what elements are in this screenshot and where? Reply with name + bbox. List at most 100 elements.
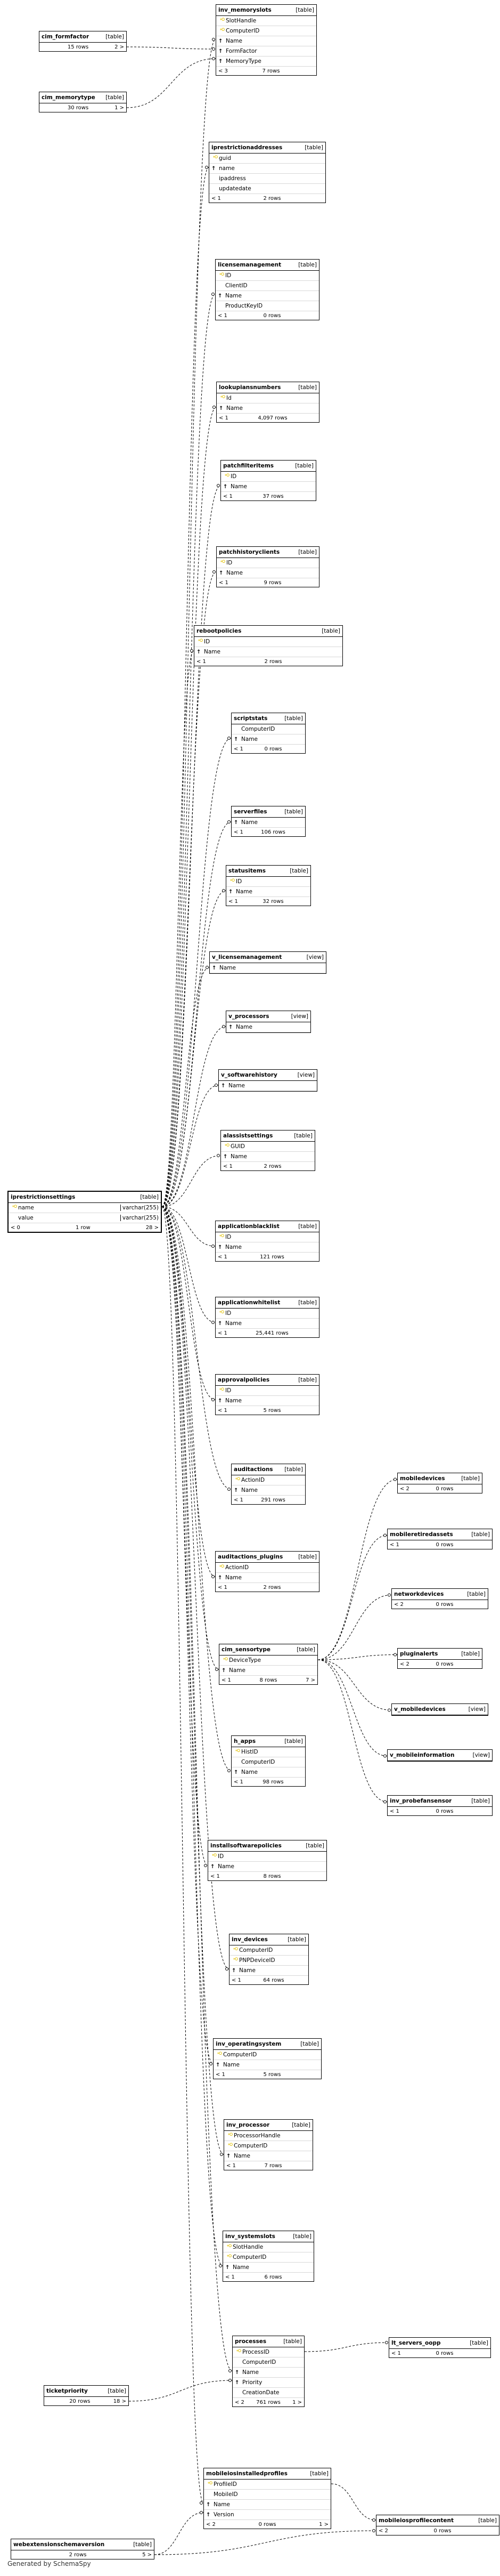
footer-parents: < 1	[234, 1497, 243, 1503]
column-name: guid	[219, 155, 231, 161]
column-row: ♀ProfileID	[204, 2480, 331, 2490]
footer-parents: < 2	[379, 2527, 388, 2534]
footer-children: 1 >	[114, 104, 124, 111]
table-inv-operatingsystem[interactable]: inv_operatingsystem[table]♀ComputerID↑Na…	[213, 2038, 322, 2079]
table-installsoftwarepolicies[interactable]: installsoftwarepolicies[table]♀ID↑Name< …	[208, 1840, 327, 1881]
primary-key-icon: ♀	[11, 1204, 18, 1208]
footer-rows: 0 rows	[433, 2527, 452, 2534]
table-kind: [table]	[300, 2041, 319, 2047]
table-header: inv_operatingsystem[table]	[214, 2039, 321, 2050]
footer-rows: 7 rows	[262, 68, 280, 74]
fk-line-webext-content	[154, 2530, 376, 2555]
column-name: Name	[218, 1863, 234, 1870]
table-auditactions-plugins[interactable]: auditactions_plugins[table]♀ActionID↑Nam…	[215, 1551, 319, 1592]
column-row: ↑Name	[216, 1573, 319, 1583]
table-name: alassistsettings	[223, 1133, 273, 1139]
table-header: scriptstats[table]	[232, 713, 305, 724]
column-row: ↑Name	[216, 291, 319, 301]
footer-parents: < 1	[218, 1330, 227, 1336]
column-name: Name	[226, 570, 243, 576]
table-cim-sensortype[interactable]: cim_sensortype[table]♀DeviceType↑Name< 1…	[219, 1644, 318, 1685]
foreign-key-icon: ↑	[219, 405, 224, 411]
column-row: ♀Id	[217, 393, 319, 403]
table-name: pluginalerts	[400, 1651, 438, 1657]
table-inv-systemslots[interactable]: inv_systemslots[table]♀SlotHandle♀Comput…	[223, 2231, 314, 2282]
table-header: approvalpolicies[table]	[216, 1375, 319, 1386]
footer-rows: 291 rows	[261, 1497, 285, 1503]
table-inv-processor[interactable]: inv_processor[table]♀ProcessorHandle♀Com…	[224, 2119, 313, 2170]
footer-rows: 0 rows	[263, 312, 281, 319]
column-name: ID	[236, 878, 242, 885]
footer-children: 1 >	[319, 2521, 329, 2527]
table-kind: [table]	[290, 868, 308, 874]
table-kind: [table]	[471, 1798, 490, 1804]
column-row: ↑Version	[204, 2510, 331, 2520]
table-v-mobiledevices[interactable]: v_mobiledevices[view]	[391, 1703, 488, 1716]
footer-parents: < 1	[219, 415, 228, 421]
table-header: ticketpriority[table]	[44, 2386, 128, 2397]
footer-rows: 98 rows	[263, 1779, 284, 1785]
column-name: Name	[225, 1244, 242, 1250]
column-type: varchar(255)	[120, 1215, 159, 1221]
footer-rows: 2 rows	[263, 195, 281, 201]
table-name: inv_memoryslots	[218, 7, 272, 13]
table-kind: [table]	[470, 2340, 488, 2346]
table-v-mobileinformation[interactable]: v_mobileinformation[view]	[387, 1749, 493, 1762]
column-name: Name	[236, 889, 252, 895]
table-v-licensemanagement[interactable]: v_licensemanagement[view]↑Name	[209, 951, 326, 974]
foreign-key-icon: ↑	[234, 1487, 239, 1493]
table-name: serverfiles	[234, 809, 267, 815]
table-kind: [table]	[298, 1223, 317, 1230]
footer-rows: 761 rows	[256, 2399, 281, 2405]
table-inv-devices[interactable]: inv_devices[table]♀ComputerID♀PNPDeviceI…	[229, 1934, 309, 1985]
footer-rows: 5 rows	[263, 1407, 281, 1414]
table-v-softwarehistory[interactable]: v_softwarehistory[view]↑Name	[218, 1069, 317, 1092]
crows-foot-marker	[220, 2153, 223, 2156]
primary-key-icon: ♀	[218, 1564, 225, 1568]
table-name: inv_devices	[232, 1936, 268, 1943]
column-row: ↑Name	[219, 1666, 317, 1676]
column-row: ↑Name	[194, 647, 342, 657]
table-inv-memoryslots[interactable]: inv_memoryslots[table]♀SlotHandle♀Comput…	[216, 4, 317, 76]
fk-line-applicationblacklist	[161, 1206, 216, 1247]
table-mobileiosinstalledprofiles[interactable]: mobileiosinstalledprofiles[table]♀Profil…	[203, 2468, 331, 2529]
footer-children: 5 >	[142, 2551, 152, 2558]
foreign-key-icon: ↑	[218, 1398, 223, 1404]
table-header: iprestrictionsettings[table]	[9, 1192, 161, 1203]
footer-parents: < 1	[390, 1808, 399, 1814]
column-name: Name	[241, 1769, 258, 1775]
table-v-processors[interactable]: v_processors[view]↑Name	[226, 1011, 311, 1033]
table-header: cim_memorytype[table]	[39, 92, 126, 103]
